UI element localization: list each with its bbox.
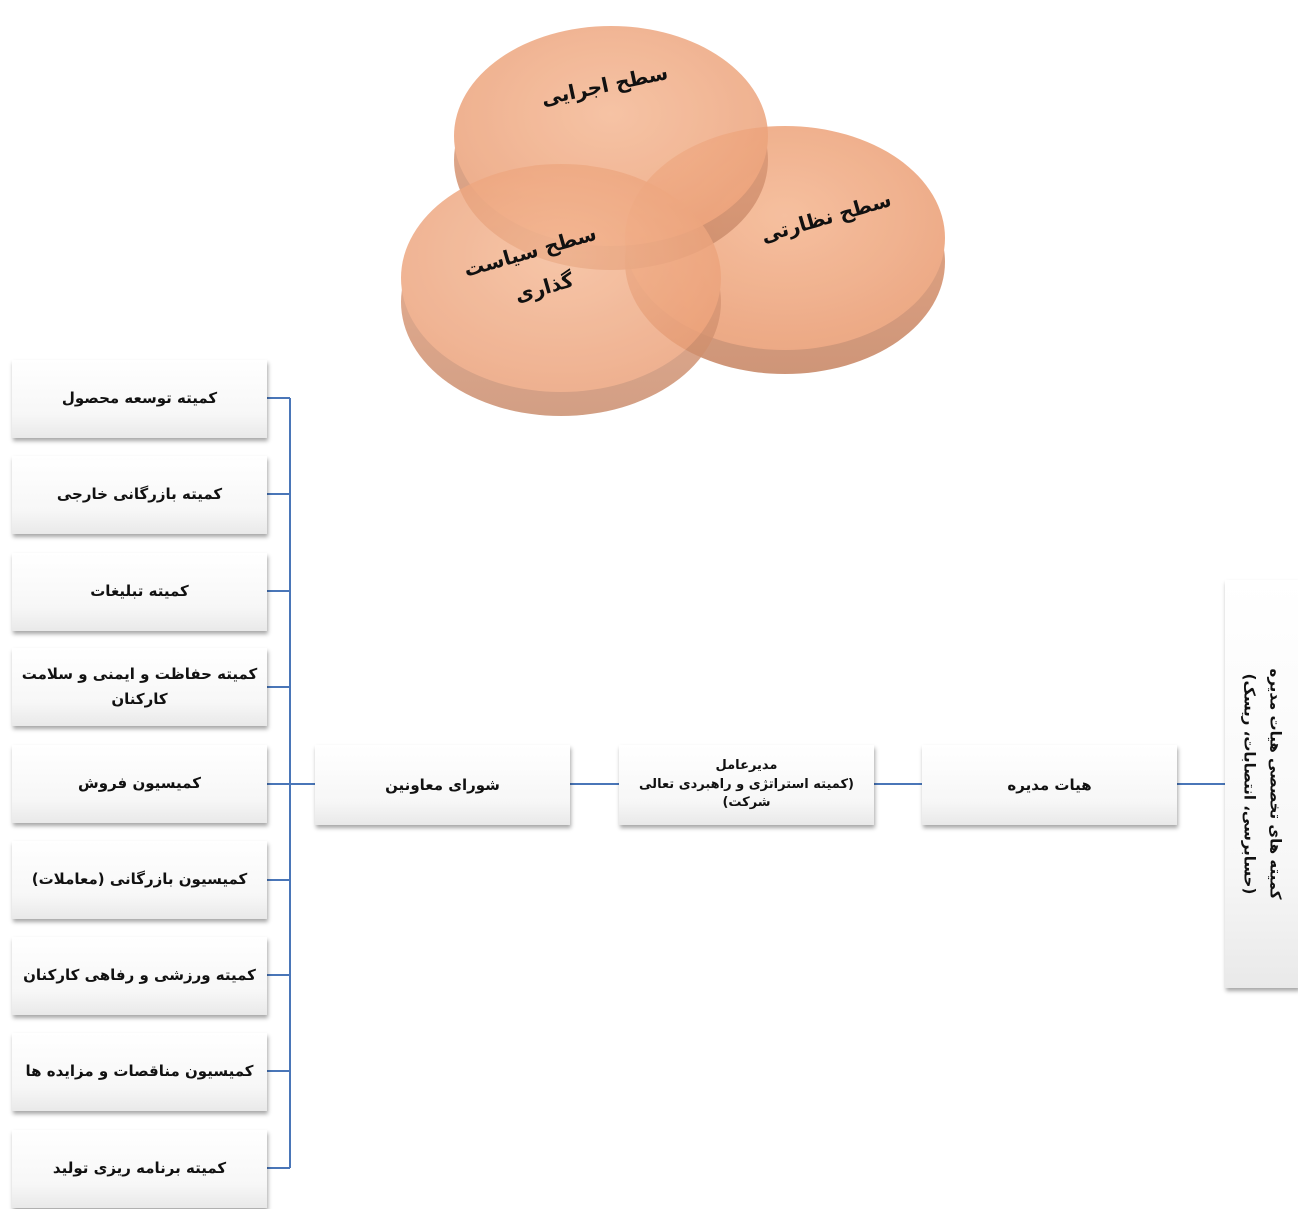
specialized-committees-title: کمیته های تخصصی هیات مدیره [1266,668,1285,900]
ceo-title: مدیرعامل [715,757,778,773]
ceo-committee-line1: (کمیته استراتژی و راهبردی تعالی [639,776,854,792]
specialized-committees-list: (حسابرسی، انتصابات، ریسک) [1240,673,1258,895]
deputies-council-label: شورای معاونین [385,776,500,794]
committee-box: کمیته بازرگانی خارجی [12,456,267,534]
committee-box: کمیسیون بازرگانی (معاملات) [12,841,267,919]
committee-label: کمیته برنامه ریزی تولید [52,1159,227,1178]
committee-box: کمیسیون فروش [12,745,267,823]
committee-label: کمیسیون فروش [78,774,201,793]
committee-label: کمیته ورزشی و رفاهی کارکنان [23,966,256,985]
committee-box: کمیته حفاظت و ایمنی و سلامت کارکنان [12,648,267,726]
committee-box: کمیسیون مناقصات و مزایده ها [12,1033,267,1111]
committee-label: کمیته بازرگانی خارجی [56,485,223,504]
ceo-committee-line2: شرکت) [722,795,771,811]
committee-label: کمیسیون بازرگانی (معاملات) [31,870,248,889]
committee-label: کمیته حفاظت و ایمنی و سلامت کارکنان [21,664,258,709]
committee-box: کمیته توسعه محصول [12,360,267,438]
committee-label: کمیسیون مناقصات و مزایده ها [25,1062,254,1081]
committee-box: کمیته تبلیغات [12,553,267,631]
ceo-box: مدیرعامل (کمیته استراتژی و راهبردی تعالی… [619,745,874,825]
committee-box: کمیته ورزشی و رفاهی کارکنان [12,937,267,1015]
committee-label: کمیته تبلیغات [90,582,189,601]
venn-disc-policy [401,164,721,416]
board-label: هیات مدیره [1007,776,1092,794]
venn-diagram: سطح اجرایی سطح نظارتی سطح سیاست گذاری [401,26,945,416]
committee-box: کمیته برنامه ریزی تولید [12,1130,267,1208]
board-box: هیات مدیره [922,745,1177,825]
specialized-committees-box: کمیته های تخصصی هیات مدیره (حسابرسی، انت… [1225,580,1298,988]
deputies-council-box: شورای معاونین [315,745,570,825]
committee-label: کمیته توسعه محصول [61,389,218,408]
